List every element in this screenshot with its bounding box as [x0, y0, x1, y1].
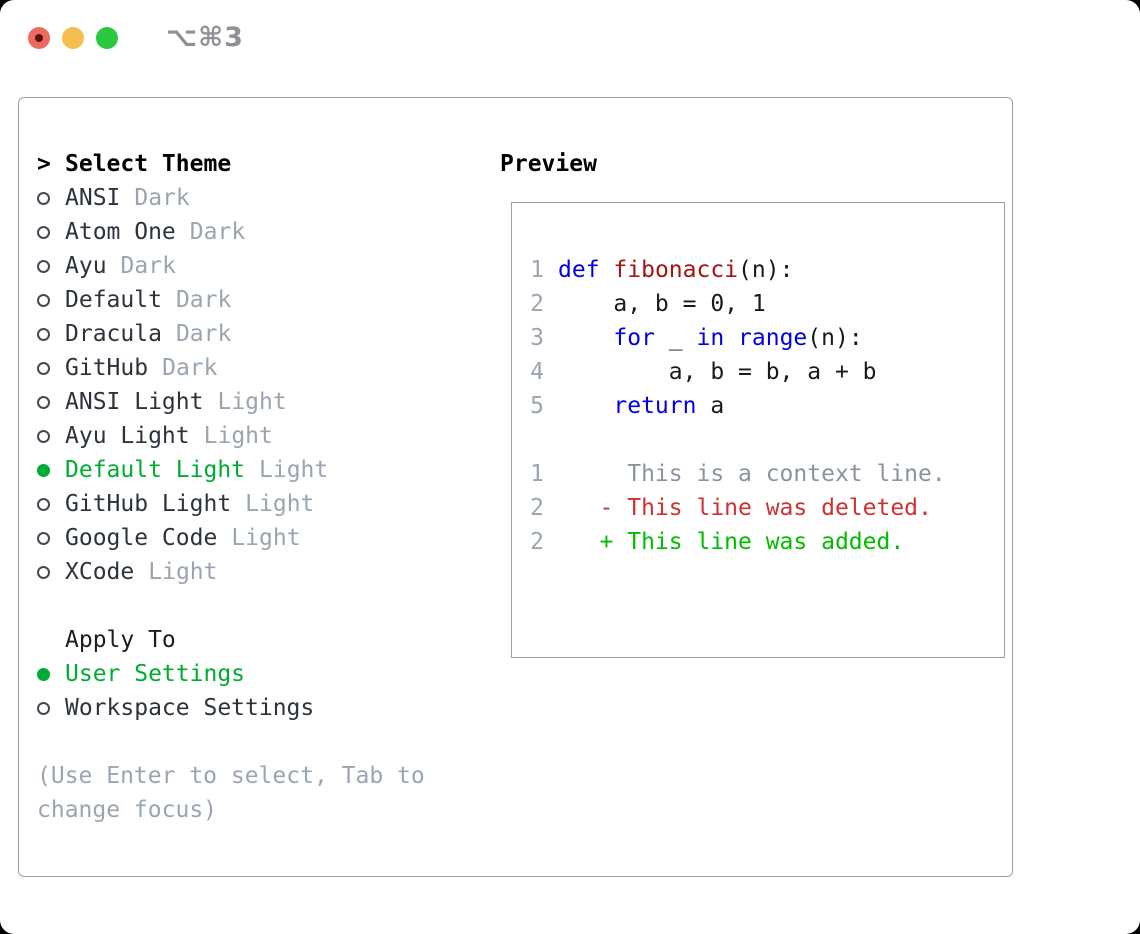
code-line: 2 + This line was added. — [530, 525, 1004, 559]
code-line: 3 for _ in range(n): — [530, 321, 1004, 355]
line-number: 2 — [530, 291, 544, 317]
apply-to-title: Apply To — [65, 627, 176, 653]
option-label: XCode — [65, 559, 135, 585]
option-label: Dracula — [65, 321, 162, 347]
select-theme-title: Select Theme — [65, 151, 232, 177]
theme-option-ayu[interactable]: Ayu Dark — [37, 249, 477, 283]
line-number: 2 — [530, 529, 544, 555]
theme-option-ayu-light[interactable]: Ayu Light Light — [37, 419, 477, 453]
apply-to-header-row: Apply To — [37, 623, 477, 657]
theme-variant-label: Light — [148, 559, 218, 585]
theme-option-xcode[interactable]: XCode Light — [37, 555, 477, 589]
radio-unselected-icon — [37, 259, 50, 273]
code-line: 2 - This line was deleted. — [530, 491, 1004, 525]
theme-option-ansi-light[interactable]: ANSI Light Light — [37, 385, 477, 419]
radio-unselected-icon — [37, 191, 50, 205]
apply-option-user-settings[interactable]: User Settings — [37, 657, 477, 691]
theme-option-github[interactable]: GitHub Dark — [37, 351, 477, 385]
close-button-dot-icon — [35, 34, 43, 42]
option-label: Default Light — [65, 457, 246, 483]
code-line: 1 This is a context line. — [530, 457, 1004, 491]
focus-caret-icon: > — [37, 151, 51, 177]
theme-variant-label: Dark — [120, 253, 176, 279]
radio-unselected-icon — [37, 395, 50, 409]
theme-variant-label: Light — [259, 457, 329, 483]
radio-unselected-icon — [37, 531, 50, 545]
preview-title: Preview — [500, 151, 597, 177]
theme-variant-label: Light — [217, 389, 287, 415]
theme-option-google-code[interactable]: Google Code Light — [37, 521, 477, 555]
option-label: Atom One — [65, 219, 176, 245]
line-number: 4 — [530, 359, 544, 385]
theme-option-default-light[interactable]: Default Light Light — [37, 453, 477, 487]
theme-variant-label: Light — [203, 423, 273, 449]
code-line: 4 a, b = b, a + b — [530, 355, 1004, 389]
maximize-button[interactable] — [96, 27, 118, 49]
help-text: (Use Enter to select, Tab to change focu… — [37, 763, 425, 823]
theme-variant-label: Dark — [175, 321, 232, 347]
line-number: 1 — [530, 257, 544, 283]
radio-unselected-icon — [37, 225, 50, 239]
apply-option-workspace-settings[interactable]: Workspace Settings — [37, 691, 477, 725]
option-label: Ayu — [65, 253, 107, 279]
radio-selected-icon — [37, 463, 50, 477]
theme-option-github-light[interactable]: GitHub Light Light — [37, 487, 477, 521]
option-label: Ayu Light — [65, 423, 190, 449]
theme-variant-label: Light — [231, 525, 301, 551]
radio-unselected-icon — [37, 497, 50, 511]
radio-unselected-icon — [37, 429, 50, 443]
theme-variant-label: Dark — [189, 219, 246, 245]
radio-unselected-icon — [37, 565, 50, 579]
apply-to-indent — [37, 623, 65, 657]
option-label: Workspace Settings — [65, 695, 315, 721]
option-label: GitHub Light — [65, 491, 232, 517]
theme-variant-label: Dark — [175, 287, 232, 313]
close-button[interactable] — [28, 27, 50, 49]
code-line: 5 return a — [530, 389, 1004, 423]
radio-unselected-icon — [37, 293, 50, 307]
line-number: 1 — [530, 461, 544, 487]
option-label: GitHub — [65, 355, 149, 381]
theme-variant-label: Light — [245, 491, 315, 517]
theme-option-ansi[interactable]: ANSI Dark — [37, 181, 477, 215]
spacer — [37, 589, 477, 623]
radio-unselected-icon — [37, 361, 50, 375]
window-title-shortcut: ⌥⌘3 — [166, 22, 244, 53]
option-label: User Settings — [65, 661, 246, 687]
theme-option-default[interactable]: Default Dark — [37, 283, 477, 317]
option-label: Google Code — [65, 525, 218, 551]
option-label: Default — [65, 287, 162, 313]
line-number: 5 — [530, 393, 544, 419]
option-label: ANSI — [65, 185, 121, 211]
select-theme-header-row: > Select Theme — [37, 147, 477, 181]
spacer — [37, 725, 477, 759]
theme-variant-label: Dark — [162, 355, 218, 381]
line-number: 3 — [530, 325, 544, 351]
radio-unselected-icon — [37, 701, 50, 715]
line-number: 2 — [530, 495, 544, 521]
radio-unselected-icon — [37, 327, 50, 341]
option-label: ANSI Light — [65, 389, 204, 415]
code-line: 2 a, b = 0, 1 — [530, 287, 1004, 321]
window-titlebar: ⌥⌘3 — [0, 0, 1140, 76]
minimize-button[interactable] — [62, 27, 84, 49]
theme-option-atom-one[interactable]: Atom One Dark — [37, 215, 477, 249]
code-line — [530, 423, 1004, 457]
radio-selected-icon — [37, 667, 50, 681]
theme-option-dracula[interactable]: Dracula Dark — [37, 317, 477, 351]
theme-variant-label: Dark — [134, 185, 190, 211]
